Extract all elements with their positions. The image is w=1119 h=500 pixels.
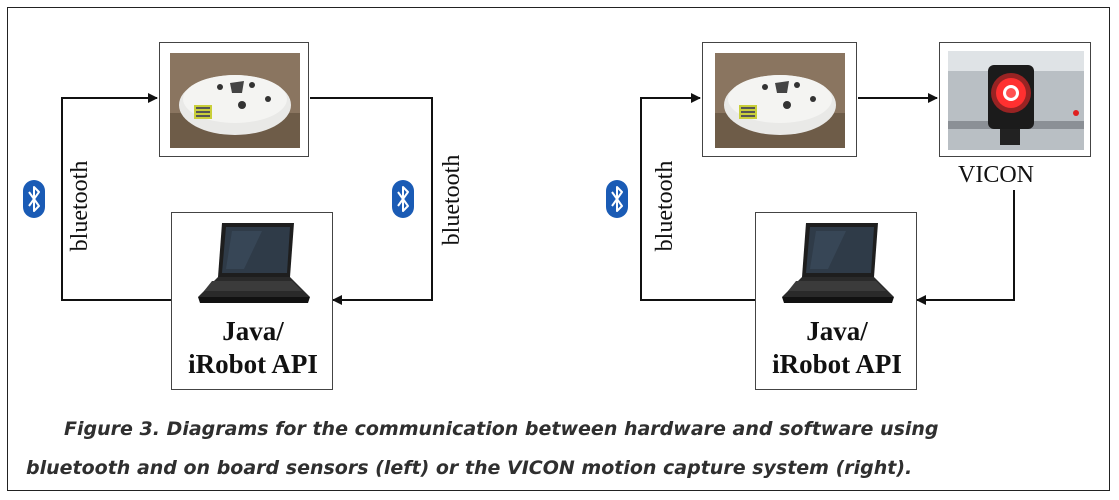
left-bluetooth-label: bluetooth: [67, 160, 93, 252]
right-link-laptop-to-robot: [640, 93, 755, 301]
software-label-line1: Java/: [806, 316, 868, 346]
vicon-camera-photo-icon: [948, 51, 1084, 150]
bluetooth-icon: [392, 180, 414, 218]
figure-caption-line2: bluetooth and on board sensors (left) or…: [26, 457, 913, 479]
bluetooth-icon: [606, 180, 628, 218]
right-diagram-bluetooth-label: bluetooth: [652, 160, 678, 252]
left-robot-box: [159, 42, 309, 157]
right-laptop-box: Java/ iRobot API: [755, 212, 917, 390]
software-label-line2: iRobot API: [188, 349, 318, 379]
irobot-create-photo-icon: [170, 53, 300, 148]
left-link-robot-to-laptop: [310, 97, 433, 305]
left-laptop-box: Java/ iRobot API: [171, 212, 333, 390]
right-bluetooth-label: bluetooth: [439, 154, 465, 246]
software-label-line2: iRobot API: [772, 349, 902, 379]
bluetooth-icon: [23, 180, 45, 218]
figure-caption-line1: Figure 3. Diagrams for the communication…: [64, 418, 939, 440]
laptop-photo-icon: [782, 223, 894, 303]
left-software-label: Java/ iRobot API: [172, 315, 334, 381]
software-label-line1: Java/: [222, 316, 284, 346]
vicon-camera-box: [939, 42, 1091, 157]
right-link-camera-to-laptop: [916, 190, 1015, 305]
laptop-photo-icon: [198, 223, 310, 303]
irobot-create-photo-icon: [715, 53, 845, 148]
vicon-label: VICON: [958, 162, 1034, 188]
right-software-label: Java/ iRobot API: [756, 315, 918, 381]
right-robot-box: [702, 42, 857, 157]
left-link-laptop-to-robot: [61, 93, 171, 301]
